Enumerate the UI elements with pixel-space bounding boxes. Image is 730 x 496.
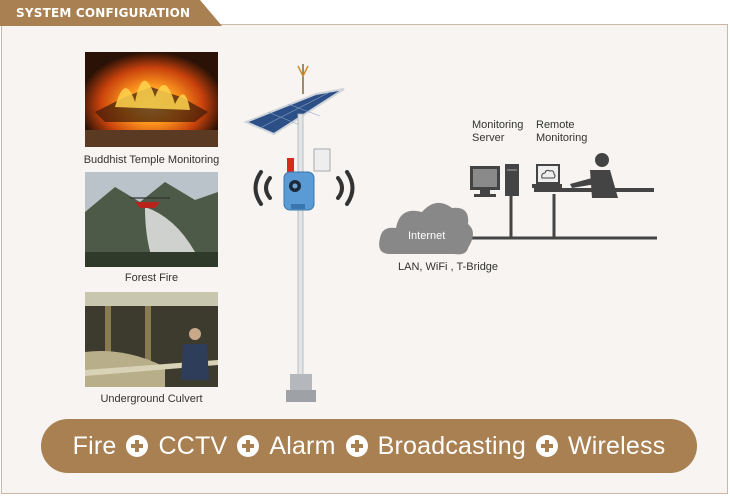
feature-cctv: CCTV [158, 431, 228, 460]
server-tower-icon [505, 164, 519, 196]
temple-caption: Buddhist Temple Monitoring [83, 154, 220, 166]
culvert-caption: Underground Culvert [100, 393, 203, 405]
feature-broadcasting: Broadcasting [377, 431, 526, 460]
person-icon [595, 153, 609, 167]
feature-bar: Fire CCTV Alarm Broadcasting Wireless [41, 419, 697, 473]
plus-icon [126, 435, 149, 457]
monitoring-pole-unit [240, 64, 370, 414]
wireless-signal-icon [253, 170, 355, 206]
remote-monitoring-label: Remote Monitoring [536, 119, 588, 144]
monitoring-server-label: Monitoring Server [472, 119, 524, 144]
section-title-tab: SYSTEM CONFIGURATION [0, 0, 222, 26]
forest-caption: Forest Fire [124, 272, 179, 284]
feature-alarm: Alarm [269, 431, 336, 460]
internet-cloud-icon [379, 202, 473, 255]
section-title: SYSTEM CONFIGURATION [16, 6, 191, 20]
plus-icon [237, 435, 260, 457]
pole [297, 113, 304, 385]
warning-light-icon [287, 158, 294, 172]
link-types-label: LAN, WiFi , T-Bridge [398, 261, 499, 273]
plus-icon [535, 435, 558, 457]
network-diagram: Monitoring Server Remote Monitoring Inte… [370, 108, 670, 288]
temple-fire-photo [85, 52, 218, 147]
pole-base [286, 390, 316, 402]
antenna-box-icon [313, 148, 331, 172]
solar-panel-icon [243, 88, 345, 136]
internet-label: Internet [408, 230, 446, 242]
title-tab-shape [0, 0, 222, 26]
plus-icon [345, 435, 368, 457]
feature-wireless: Wireless [567, 431, 666, 460]
feature-fire: Fire [72, 431, 117, 460]
forest-fire-photo [85, 172, 218, 267]
culvert-photo [85, 292, 218, 387]
